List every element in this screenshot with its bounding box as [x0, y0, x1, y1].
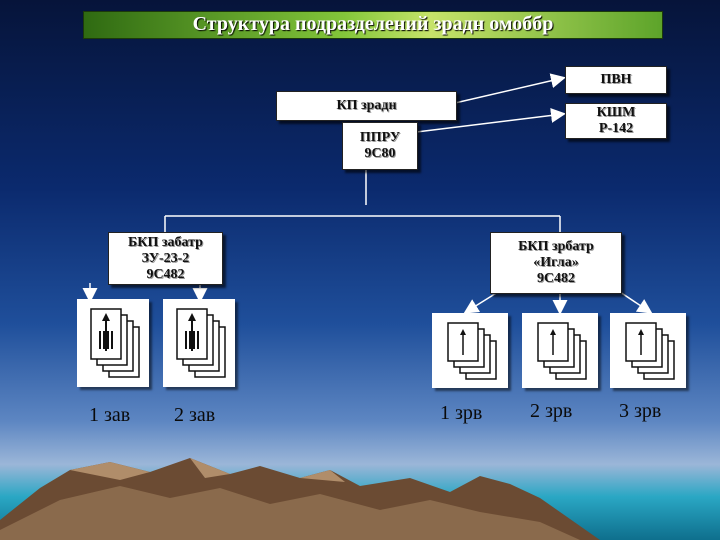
kp-box: КП зрадн: [276, 91, 457, 121]
kshm-line-2: Р-142: [598, 121, 634, 136]
unit-label-2-zav: 2 зав: [174, 404, 216, 426]
pvn-label: ПВН: [600, 72, 632, 87]
kshm-box: КШМ Р-142: [565, 103, 667, 139]
igla-icon: [432, 313, 508, 388]
igla-icon: [610, 313, 686, 388]
ppru-box: ППРУ 9С80: [342, 122, 418, 170]
bkp-zrbatr-line-3: 9С482: [536, 271, 576, 286]
unit-label-1-zrv: 1 зрв: [440, 402, 483, 424]
page-title: Структура подразделений зрадн омоббр: [83, 11, 663, 39]
bkp-zabatr-line-2: ЗУ-23-2: [141, 250, 190, 266]
zu-23-2-icon: [77, 299, 149, 387]
bkp-zrbatr-line-1: БКП зрбатр: [518, 239, 594, 254]
pvn-box: ПВН: [565, 66, 667, 94]
bkp-zabatr-line-3: 9С482: [146, 266, 185, 282]
unit-label-2-zrv: 2 зрв: [530, 400, 573, 422]
ppru-line-2: 9С80: [364, 146, 396, 161]
ppru-line-1: ППРУ: [359, 130, 401, 145]
bkp-zrbatr-line-2: «Игла»: [533, 255, 579, 270]
igla-icon: [522, 313, 598, 388]
unit-label-3-zrv: 3 зрв: [619, 400, 662, 422]
zu-23-2-icon: [163, 299, 235, 387]
bkp-zabatr-line-1: БКП забатр: [128, 234, 203, 250]
kshm-line-1: КШМ: [596, 105, 636, 120]
bkp-zabatr-box: БКП забатр ЗУ-23-2 9С482: [108, 232, 223, 285]
kp-label: КП зрадн: [336, 98, 397, 113]
bkp-zrbatr-box: БКП зрбатр «Игла» 9С482: [490, 232, 622, 294]
unit-label-1-zav: 1 зав: [89, 404, 131, 426]
